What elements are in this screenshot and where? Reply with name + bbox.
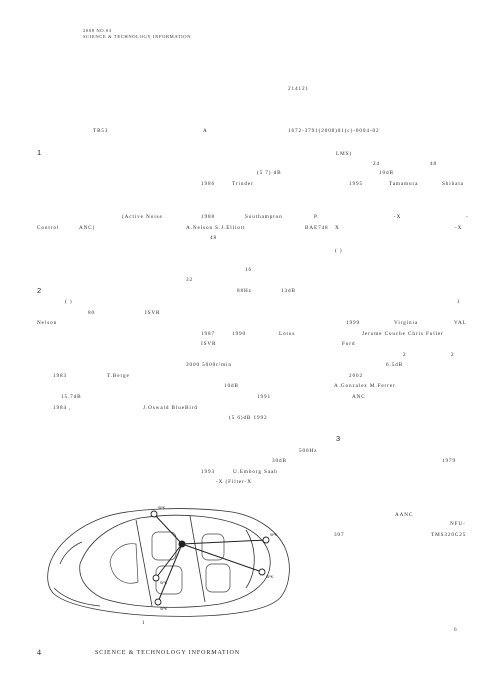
speaker-label: SPK: [160, 581, 168, 585]
section-number-3: 3: [336, 434, 341, 443]
text-fragment: 3000 5000r/min: [186, 362, 232, 368]
text-fragment: 48: [210, 235, 217, 241]
text-fragment: AANC: [395, 512, 414, 518]
text-fragment: 88Hz: [237, 288, 252, 294]
text-fragment: 6: [454, 627, 458, 633]
figure-caption-number: 1: [142, 620, 146, 626]
document-code: A: [203, 128, 208, 134]
text-fragment: TMS320C25: [431, 532, 467, 538]
text-fragment: 2: [403, 352, 407, 358]
speaker-label: SPK: [270, 533, 278, 537]
text-fragment: 48: [430, 161, 437, 167]
text-fragment: Tamamura: [389, 181, 419, 187]
text-fragment: 30dB: [272, 458, 287, 464]
speaker-label: SPK: [266, 575, 274, 579]
speaker-label: SPK: [160, 607, 168, 611]
controller-unit: [178, 540, 186, 548]
text-fragment: BAE748: [305, 225, 329, 231]
text-fragment: P.: [314, 214, 320, 220]
text-fragment: 1: [457, 299, 461, 305]
text-fragment: 1988: [201, 214, 215, 220]
text-fragment: J.Oswald BlueBird: [143, 405, 198, 411]
text-fragment: (5 6)dB 1992: [229, 415, 268, 421]
speaker-label: SPK: [158, 506, 166, 510]
speakers: [150, 510, 270, 606]
text-fragment: ANC: [352, 394, 366, 400]
text-fragment: T.Berge: [107, 373, 130, 379]
text-fragment: 1984 ,: [53, 405, 72, 411]
text-fragment: A.Gonzalez M.Ferrer: [334, 383, 396, 389]
text-fragment: 500Hz: [299, 448, 318, 454]
text-fragment: Shibata: [442, 181, 464, 187]
text-fragment: 2002: [349, 373, 363, 379]
text-fragment: -X (Filter-X: [216, 479, 252, 485]
text-fragment: 16: [245, 267, 252, 273]
clc-number: 214121: [288, 86, 309, 92]
text-fragment: (5 7) dB: [257, 170, 282, 176]
text-fragment: -X: [455, 225, 463, 231]
text-fragment: (Active Noise: [122, 214, 163, 220]
text-fragment: Trinder: [232, 181, 254, 187]
header-journal: SCIENCE & TECHNOLOGY INFORMATION: [83, 34, 192, 39]
text-fragment: Southampton: [245, 214, 283, 220]
text-fragment: 1979: [442, 458, 456, 464]
text-fragment: VAL: [454, 320, 467, 326]
section-number-1: 1: [37, 148, 42, 157]
car-speaker-diagram: SPK SPK SPK SPK SPK: [47, 506, 290, 617]
text-fragment: -: [466, 214, 469, 220]
section-number-2: 2: [37, 286, 42, 295]
text-fragment: 1986: [201, 181, 215, 187]
text-fragment: X: [335, 225, 340, 231]
text-fragment: Control: [37, 225, 60, 231]
text-fragment: 10dB: [379, 170, 394, 176]
footer-journal: SCIENCE & TECHNOLOGY INFORMATION: [95, 650, 240, 656]
text-fragment: 1983: [53, 373, 67, 379]
text-fragment: 1991: [257, 394, 271, 400]
text-fragment: 1993: [201, 469, 215, 475]
text-fragment: 2: [451, 352, 455, 358]
text-fragment: 32: [186, 277, 193, 283]
text-fragment: 1995: [349, 181, 363, 187]
text-fragment: 6.5dB: [386, 362, 404, 368]
wiring: [153, 513, 267, 603]
text-fragment: ISVR: [201, 341, 217, 347]
text-fragment: Jerome Couche Chris Fuller: [362, 331, 444, 337]
text-fragment: A.Nelson S.J.Elliott: [186, 225, 246, 231]
text-fragment: 80: [88, 310, 95, 316]
text-fragment: ISVR: [145, 310, 161, 316]
seats: [109, 531, 231, 595]
text-fragment: LMS): [336, 151, 352, 157]
text-fragment: U.Emborg Saab: [233, 469, 278, 475]
text-fragment: -X: [394, 214, 402, 220]
text-fragment: Lotus: [279, 331, 296, 337]
page-number: 4: [37, 648, 41, 657]
text-fragment: ANC): [79, 225, 96, 231]
text-fragment: 1987: [201, 331, 215, 337]
text-fragment: ( ): [335, 248, 343, 254]
text-fragment: 15.7dB: [61, 394, 82, 400]
text-fragment: NFU-: [450, 521, 466, 527]
article-id: 1672-3791(2008)01(c)-0004-02: [288, 128, 380, 134]
text-fragment: ( ): [65, 299, 73, 305]
text-fragment: 307: [334, 532, 345, 538]
text-fragment: 10dB: [224, 383, 239, 389]
text-fragment: Nelson: [37, 320, 58, 326]
header-issue: 2008 NO.03: [83, 28, 112, 33]
car-body-outline: [47, 508, 290, 617]
text-fragment: 1999: [346, 320, 360, 326]
text-fragment: 24: [373, 161, 380, 167]
text-fragment: 13dB: [281, 288, 296, 294]
classification-number: TB53: [93, 128, 109, 134]
text-fragment: 1990: [232, 331, 246, 337]
text-fragment: Virginia: [394, 320, 419, 326]
text-fragment: Ford: [342, 341, 356, 347]
